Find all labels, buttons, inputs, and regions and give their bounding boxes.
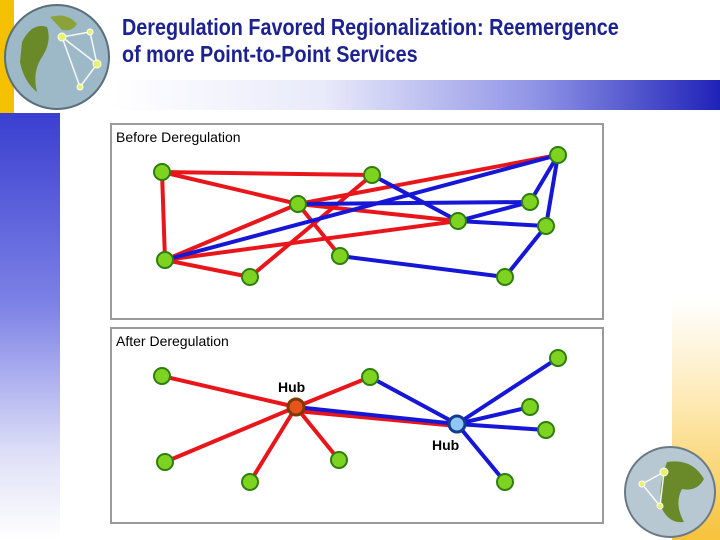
route-blue [455, 356, 560, 426]
after-network-diagram: Hub Hub [153, 349, 567, 491]
route-red [248, 173, 374, 279]
before-deregulation-panel: Before Deregulation [110, 123, 604, 320]
left-gradient-bar [0, 113, 60, 540]
route-red [296, 202, 460, 223]
header-gradient-stripe [110, 80, 720, 110]
route-blue [370, 173, 460, 223]
hub-label-2: Hub [432, 437, 459, 453]
route-red [160, 170, 374, 177]
hub-label-1: Hub [278, 379, 305, 395]
route-red [163, 219, 460, 262]
route-red [160, 170, 300, 206]
airport-node [153, 367, 171, 385]
route-blue [294, 405, 459, 426]
airport-node [289, 195, 307, 213]
route-red [294, 409, 459, 428]
route-red [160, 170, 167, 262]
route-red [160, 374, 298, 409]
airport-node [537, 421, 555, 439]
airport-node [496, 473, 514, 491]
route-blue [163, 153, 560, 262]
route-red [163, 405, 298, 464]
route-red [163, 202, 300, 262]
airport-node [537, 217, 555, 235]
route-blue [455, 422, 507, 484]
airport-node [153, 163, 171, 181]
airport-node [241, 268, 259, 286]
route-blue [368, 375, 459, 426]
page-title: Deregulation Favored Regionalization: Re… [122, 14, 629, 68]
route-red [294, 375, 372, 409]
route-blue [456, 200, 532, 223]
airport-node [241, 473, 259, 491]
route-blue [456, 219, 548, 228]
route-red [248, 405, 298, 484]
airport-node [156, 453, 174, 471]
route-blue [455, 405, 532, 426]
airport-node [330, 451, 348, 469]
globe-network-icon [624, 446, 716, 538]
after-deregulation-panel: Hub Hub After Deregulation [110, 327, 604, 524]
title-line-1: Deregulation Favored Regionalization: Re… [122, 14, 619, 40]
airport-node [549, 146, 567, 164]
airport-node [363, 166, 381, 184]
airport-node [331, 247, 349, 265]
route-blue [338, 254, 507, 279]
route-red [296, 202, 342, 258]
route-blue [503, 224, 548, 279]
route-red [294, 405, 341, 462]
before-panel-label: Before Deregulation [116, 129, 241, 145]
airport-node [156, 251, 174, 269]
route-red [296, 153, 560, 206]
route-blue [528, 153, 560, 204]
airport-node [549, 349, 567, 367]
route-blue [296, 200, 532, 206]
route-red [163, 258, 252, 279]
airport-node [496, 268, 514, 286]
header: Deregulation Favored Regionalization: Re… [0, 0, 720, 113]
hub-node-blue [447, 414, 467, 434]
hub-node-red [286, 397, 306, 417]
route-blue [455, 422, 548, 432]
after-panel-label: After Deregulation [116, 333, 229, 349]
airport-node [521, 398, 539, 416]
airport-node [449, 212, 467, 230]
before-network-diagram [153, 146, 567, 286]
title-line-2: of more Point-to-Point Services [122, 41, 418, 67]
airport-node [361, 368, 379, 386]
globe-network-icon [4, 4, 110, 110]
airport-node [521, 193, 539, 211]
route-blue [544, 153, 560, 228]
